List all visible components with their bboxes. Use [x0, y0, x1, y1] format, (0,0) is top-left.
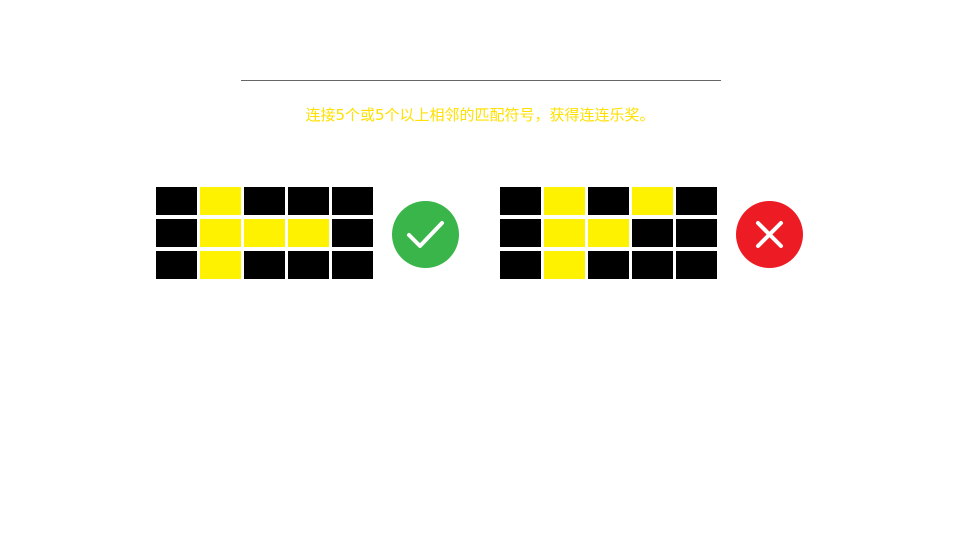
matched-symbol-cell — [632, 187, 673, 215]
invalid-example-grid — [499, 186, 718, 279]
empty-symbol-cell — [332, 251, 373, 279]
valid-example-grid — [155, 186, 374, 279]
valid-badge — [392, 201, 459, 268]
empty-symbol-cell — [156, 251, 197, 279]
empty-symbol-cell — [288, 187, 329, 215]
matched-symbol-cell — [200, 187, 241, 215]
empty-symbol-cell — [588, 187, 629, 215]
matched-symbol-cell — [288, 219, 329, 247]
empty-symbol-cell — [676, 219, 717, 247]
matched-symbol-cell — [200, 251, 241, 279]
matched-symbol-cell — [588, 219, 629, 247]
empty-symbol-cell — [500, 251, 541, 279]
matched-symbol-cell — [544, 251, 585, 279]
valid-example — [155, 186, 460, 279]
empty-symbol-cell — [332, 187, 373, 215]
invalid-example — [499, 186, 804, 279]
empty-symbol-cell — [500, 219, 541, 247]
empty-symbol-cell — [632, 219, 673, 247]
empty-symbol-cell — [676, 187, 717, 215]
rule-instruction: 连接5个或5个以上相邻的匹配符号，获得连连乐奖。 — [305, 106, 655, 124]
matched-symbol-cell — [544, 187, 585, 215]
empty-symbol-cell — [632, 251, 673, 279]
checkmark-icon — [392, 201, 459, 268]
empty-symbol-cell — [588, 251, 629, 279]
header-divider — [241, 80, 721, 81]
empty-symbol-cell — [288, 251, 329, 279]
empty-symbol-cell — [156, 219, 197, 247]
cross-icon — [736, 201, 803, 268]
empty-symbol-cell — [676, 251, 717, 279]
empty-symbol-cell — [332, 219, 373, 247]
empty-symbol-cell — [244, 251, 285, 279]
empty-symbol-cell — [156, 187, 197, 215]
empty-symbol-cell — [244, 187, 285, 215]
matched-symbol-cell — [244, 219, 285, 247]
matched-symbol-cell — [200, 219, 241, 247]
invalid-badge — [736, 201, 803, 268]
matched-symbol-cell — [544, 219, 585, 247]
empty-symbol-cell — [500, 187, 541, 215]
